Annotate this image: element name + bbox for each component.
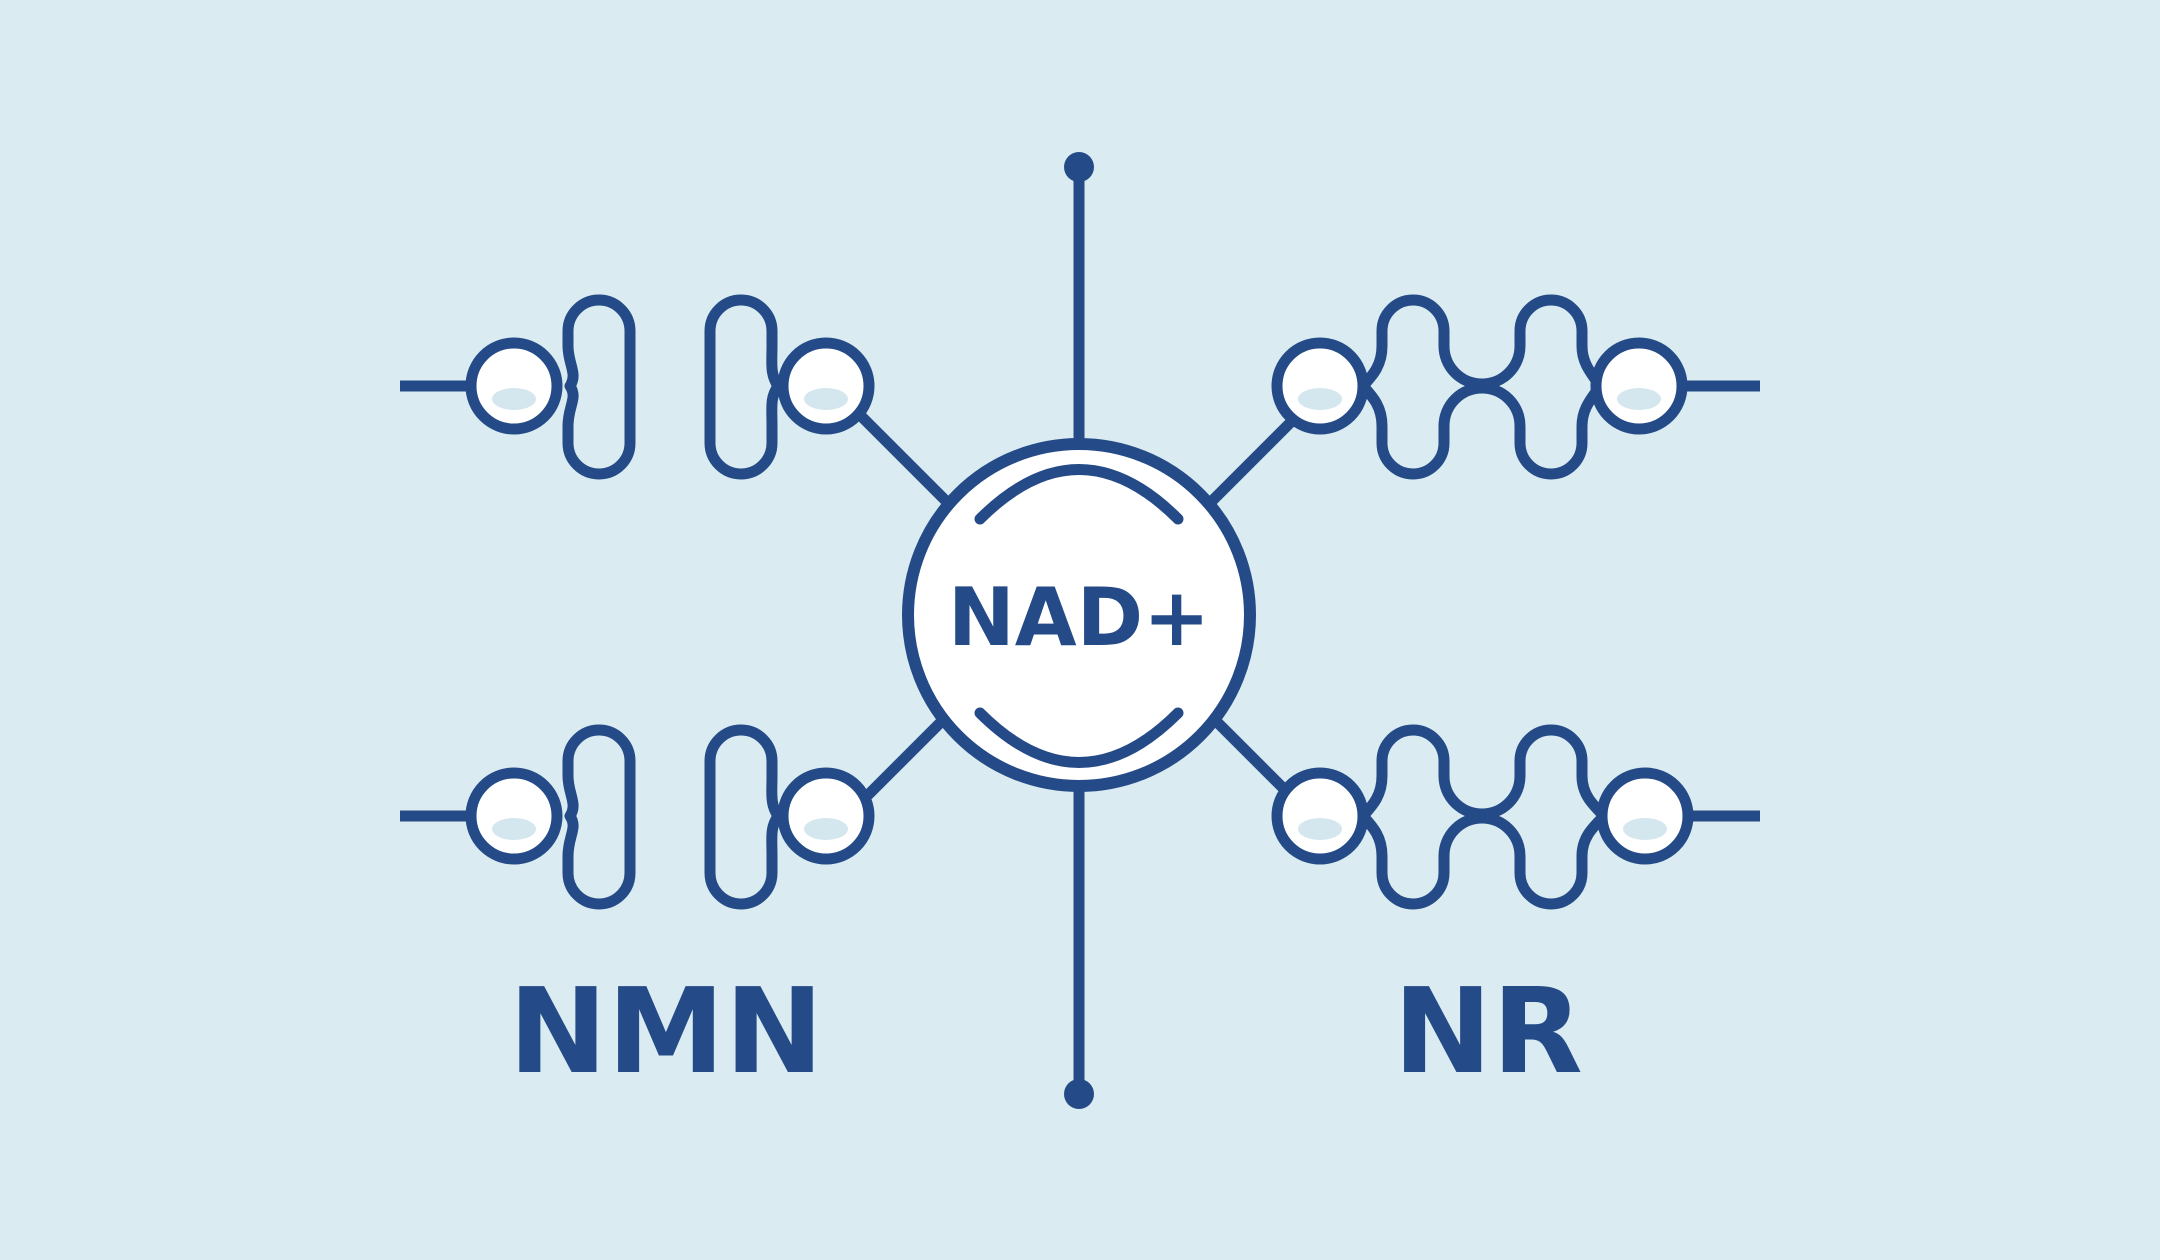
double-ring-loop [1357, 724, 1610, 910]
ring-loop [562, 724, 636, 910]
connector-upper-left [857, 412, 952, 507]
nmn-molecule-upper [400, 294, 875, 480]
ring-loop [704, 724, 784, 910]
nad-center-node: NAD+ [902, 438, 1256, 792]
axis-end-dot-bottom [1064, 1079, 1094, 1109]
nr-molecule-lower [1271, 724, 1760, 910]
connector-upper-right [1206, 414, 1299, 507]
atom-bead [1271, 767, 1369, 865]
axis-end-dot-top [1064, 152, 1094, 182]
atom-shine [1298, 388, 1342, 410]
vertical-axis [1064, 152, 1094, 1109]
atom-shine [1623, 818, 1667, 840]
atom-bead [1590, 337, 1688, 435]
center-label: NAD+ [948, 571, 1210, 664]
atom-shine [804, 388, 848, 410]
atom-shine [1617, 388, 1661, 410]
atom-bead [1271, 337, 1369, 435]
connector-lower-right [1206, 711, 1299, 804]
atom-shine [492, 388, 536, 410]
double-ring-loop [1357, 294, 1606, 480]
nmn-label: NMN [509, 962, 824, 1100]
atom-bead [777, 767, 875, 865]
ring-loop [562, 294, 636, 480]
nr-label: NR [1393, 962, 1583, 1100]
center-disc [902, 438, 1256, 792]
atom-bead [465, 337, 563, 435]
center-arc-top [974, 464, 1184, 525]
connector-lower-left [857, 711, 952, 806]
nmn-molecule-lower [400, 724, 875, 910]
atom-bead [777, 337, 875, 435]
atom-bead [1596, 767, 1694, 865]
nr-molecule-upper [1271, 294, 1760, 480]
atom-shine [1298, 818, 1342, 840]
atom-shine [804, 818, 848, 840]
atom-shine [492, 818, 536, 840]
connectors [857, 412, 1299, 806]
atom-bead [465, 767, 563, 865]
ring-loop [704, 294, 784, 480]
center-arc-bottom [974, 707, 1184, 768]
